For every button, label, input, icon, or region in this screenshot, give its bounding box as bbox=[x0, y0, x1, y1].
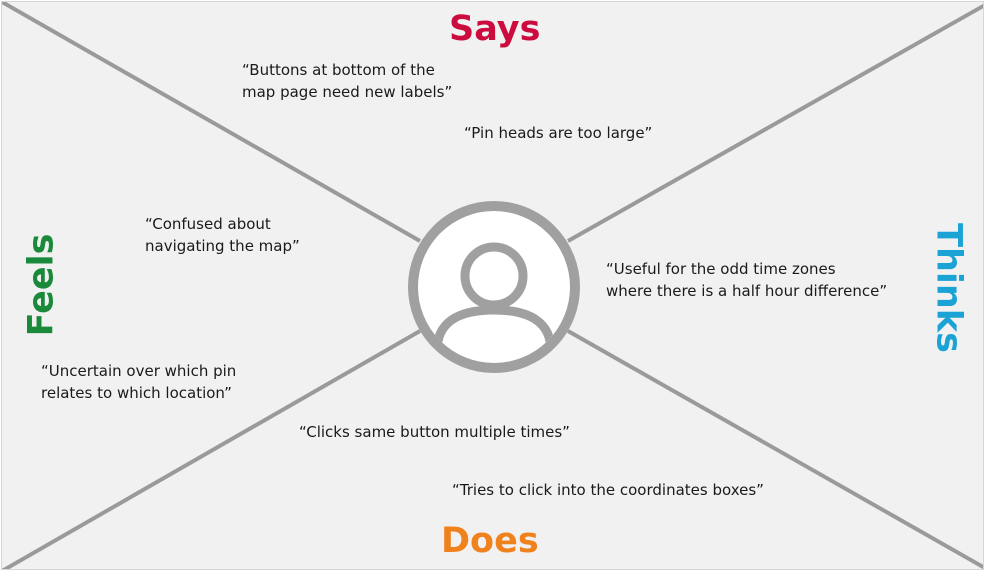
quadrant-title-feels: Feels bbox=[21, 233, 62, 337]
note-does-coordinates: “Tries to click into the coordinates box… bbox=[452, 481, 764, 499]
note-thinks-time-zones: “Useful for the odd time zones where the… bbox=[606, 260, 888, 300]
note-feels-confused: “Confused about navigating the map” bbox=[145, 215, 300, 255]
quadrant-title-says: Says bbox=[449, 9, 541, 49]
divider-top-left bbox=[2, 2, 421, 243]
note-does-clicks-button: “Clicks same button multiple times” bbox=[299, 423, 570, 441]
note-says-pin-heads: “Pin heads are too large” bbox=[464, 124, 653, 142]
divider-top-right bbox=[567, 3, 983, 243]
divider-bottom-left bbox=[2, 329, 421, 569]
quadrant-title-does: Does bbox=[441, 521, 539, 561]
quadrant-title-thinks: Thinks bbox=[928, 223, 969, 353]
divider-bottom-right bbox=[567, 329, 983, 569]
note-feels-uncertain: “Uncertain over which pin relates to whi… bbox=[41, 362, 237, 402]
note-says-buttons-labels: “Buttons at bottom of the map page need … bbox=[242, 61, 453, 101]
user-avatar-icon bbox=[408, 201, 580, 373]
